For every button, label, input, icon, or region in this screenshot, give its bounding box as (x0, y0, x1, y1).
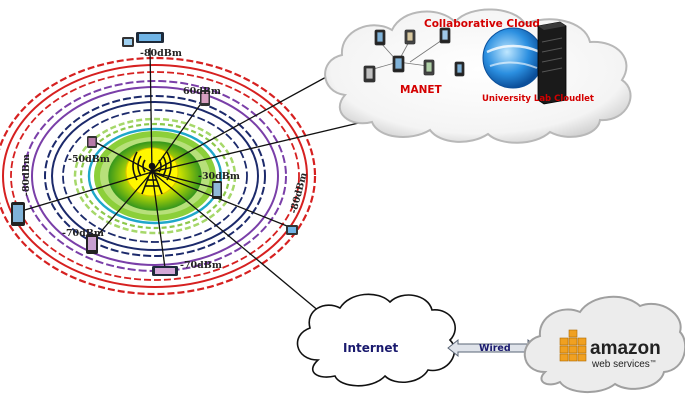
collaborative-cloud-title: Collaborative Cloud (424, 18, 540, 30)
aws-cloud: amazon web services™ (523, 295, 685, 394)
aws-brand: amazon (590, 338, 661, 359)
phone-icon (374, 29, 386, 46)
ring-cyan (87, 127, 223, 225)
wired-label: Wired (479, 343, 511, 354)
server-icon (537, 21, 567, 105)
aws-tm: ™ (650, 359, 656, 366)
phone-icon (122, 37, 134, 47)
signal-label: -70dBm (62, 228, 104, 239)
ring-red (2, 64, 308, 288)
manet-label: MANET (400, 84, 443, 96)
phone-icon (200, 90, 210, 106)
phone-icon (11, 202, 25, 226)
phone-icon (423, 59, 435, 76)
ring-lightgreen-dashed (73, 117, 237, 235)
internet-label: Internet (343, 341, 398, 355)
signal-label: 60dBm (183, 86, 221, 97)
aws-logo-icon (559, 329, 587, 362)
signal-label: -80dBm (21, 154, 32, 196)
cloudlet-label: University Lab Cloudlet (482, 94, 594, 104)
ring-lightgreen (79, 122, 231, 230)
ring-navy-outer (44, 95, 266, 257)
collaborative-cloud: Collaborative Cloud MANET (324, 8, 632, 144)
tablet-icon (152, 266, 178, 276)
tablet-icon (136, 32, 164, 43)
phone-icon (87, 136, 97, 148)
phone-icon (286, 225, 298, 235)
cloud-shape (296, 293, 456, 387)
phone-icon (86, 234, 98, 254)
phone-icon (404, 29, 416, 45)
internet-cloud: Internet (296, 293, 456, 387)
ring-purple (31, 86, 279, 266)
phone-icon (212, 181, 222, 199)
phone-icon (363, 65, 376, 83)
aws-subtitle: web services™ (591, 359, 656, 370)
signal-label: -80dBm (288, 171, 309, 214)
phone-icon (454, 61, 465, 77)
signal-label: -70dBm (180, 260, 222, 271)
mobile-devices (11, 32, 298, 276)
phone-icon (439, 27, 451, 44)
globe-icon (482, 27, 544, 89)
signal-label: -30dBm (198, 171, 240, 182)
signal-label: -50dBm (68, 154, 110, 165)
ring-red-inner (10, 71, 300, 281)
signal-label: -80dBm (140, 48, 182, 59)
cloud-shape (523, 295, 685, 394)
phone-icon (392, 55, 405, 73)
manet-devices (363, 27, 465, 83)
ring-navy (51, 101, 259, 251)
aws-sub-text: web services (591, 359, 650, 370)
ring-red-outer (0, 56, 317, 296)
ring-navy-inner (62, 109, 248, 243)
